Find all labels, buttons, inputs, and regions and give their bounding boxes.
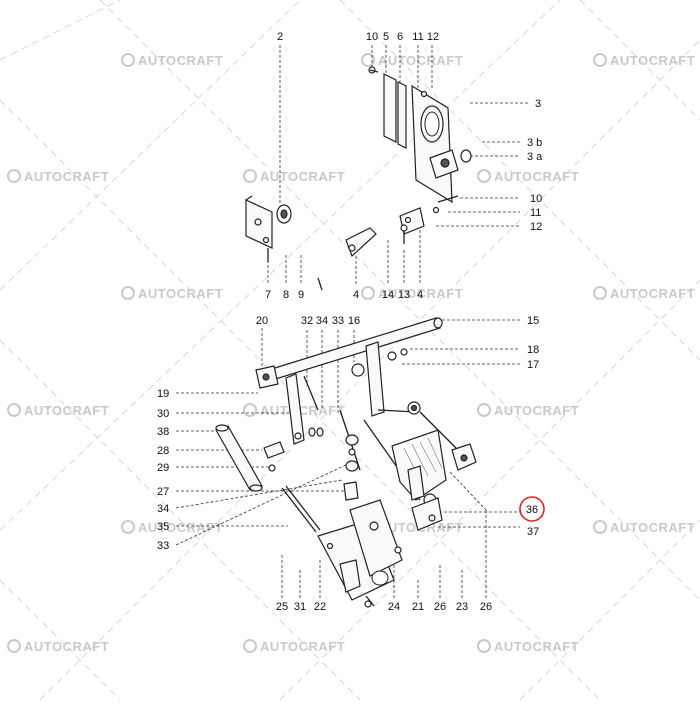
callout-4[interactable]: 4 [353,289,359,301]
watermark-logo: AUTOCRAFT [121,520,223,535]
callout-30[interactable]: 30 [157,408,169,420]
callout-29[interactable]: 29 [157,462,169,474]
callout-28[interactable]: 28 [157,445,169,457]
callout-26[interactable]: 26 [434,601,446,613]
callout-4[interactable]: 4 [417,289,423,301]
small-brackets [317,207,425,291]
svg-text:AUTOCRAFT: AUTOCRAFT [610,286,695,301]
watermark-logo: AUTOCRAFT [243,169,345,184]
svg-text:AUTOCRAFT: AUTOCRAFT [494,403,579,418]
cross-shaft [255,317,443,445]
lower-bracket [317,499,403,608]
callout-32[interactable]: 32 [301,315,313,327]
callout-33[interactable]: 33 [157,540,169,552]
callout-3[interactable]: 3 [535,98,541,110]
svg-text:AUTOCRAFT: AUTOCRAFT [138,520,223,535]
watermark-logo: AUTOCRAFT [7,639,109,654]
svg-text:AUTOCRAFT: AUTOCRAFT [610,520,695,535]
svg-text:AUTOCRAFT: AUTOCRAFT [138,53,223,68]
callout-10[interactable]: 10 [366,31,378,43]
callout-12[interactable]: 12 [530,221,542,233]
callout-20[interactable]: 20 [256,315,268,327]
svg-text:AUTOCRAFT: AUTOCRAFT [378,286,463,301]
linkage-rods [281,401,457,533]
callout-19[interactable]: 19 [157,388,169,400]
callout-14[interactable]: 14 [382,289,394,301]
callout-3b[interactable]: 3 b [527,137,542,149]
callout-21[interactable]: 21 [412,601,424,613]
svg-text:AUTOCRAFT: AUTOCRAFT [610,53,695,68]
callout-11[interactable]: 11 [530,207,541,219]
callout-35[interactable]: 35 [157,521,169,533]
watermark-logo: AUTOCRAFT [477,403,579,418]
callout-labels: 2 10 5 6 11 12 3 3 b 3 a 10 11 12 7 8 9 … [157,31,545,613]
callout-22[interactable]: 22 [314,601,326,613]
watermark-logo: AUTOCRAFT [361,286,463,301]
svg-text:AUTOCRAFT: AUTOCRAFT [494,639,579,654]
svg-text:AUTOCRAFT: AUTOCRAFT [260,403,345,418]
watermark-logo: AUTOCRAFT [593,520,695,535]
callout-34[interactable]: 34 [157,503,169,515]
callout-31[interactable]: 31 [294,601,306,613]
callout-36[interactable]: 36 [526,504,538,516]
callout-15[interactable]: 15 [527,315,539,327]
watermark-logo: AUTOCRAFT [477,169,579,184]
pedal-bracket-36 [391,429,477,531]
callout-34[interactable]: 34 [316,315,328,327]
watermark-logo: AUTOCRAFT [243,403,345,418]
watermark-logo: AUTOCRAFT [593,53,695,68]
callout-8[interactable]: 8 [283,289,289,301]
watermark-logo: AUTOCRAFT [361,53,463,68]
callout-33[interactable]: 33 [332,315,344,327]
callout-27[interactable]: 27 [157,486,169,498]
bracket-left [245,195,292,262]
watermark-logo: AUTOCRAFT [121,286,223,301]
callout-17[interactable]: 17 [527,359,539,371]
callout-26[interactable]: 26 [480,601,492,613]
callout-25[interactable]: 25 [276,601,288,613]
callout-24[interactable]: 24 [388,601,400,613]
callout-37[interactable]: 37 [527,526,539,538]
watermark-logo: AUTOCRAFT [593,286,695,301]
callout-10[interactable]: 10 [530,193,542,205]
svg-text:AUTOCRAFT: AUTOCRAFT [138,286,223,301]
callout-9[interactable]: 9 [298,289,304,301]
svg-text:AUTOCRAFT: AUTOCRAFT [260,169,345,184]
watermark-logo: AUTOCRAFT [243,639,345,654]
callout-7[interactable]: 7 [265,289,271,301]
mounting-plate [368,66,472,214]
watermark-logo: AUTOCRAFT [121,53,223,68]
watermark-logo: AUTOCRAFT [477,639,579,654]
leader-lines [175,45,528,598]
svg-text:AUTOCRAFT: AUTOCRAFT [24,169,109,184]
callout-23[interactable]: 23 [456,601,468,613]
callout-6[interactable]: 6 [397,31,403,43]
callout-13[interactable]: 13 [398,289,410,301]
callout-5[interactable]: 5 [383,31,389,43]
svg-text:AUTOCRAFT: AUTOCRAFT [378,53,463,68]
callout-18[interactable]: 18 [527,344,539,356]
callout-3a[interactable]: 3 a [527,151,543,163]
watermark-logo: AUTOCRAFT [7,169,109,184]
callout-38[interactable]: 38 [157,426,169,438]
callout-12[interactable]: 12 [427,31,439,43]
highlight-ring [519,496,545,522]
watermark-logo: AUTOCRAFT [7,403,109,418]
callout-2[interactable]: 2 [277,31,283,43]
svg-text:AUTOCRAFT: AUTOCRAFT [24,639,109,654]
callout-16[interactable]: 16 [348,315,360,327]
svg-text:AUTOCRAFT: AUTOCRAFT [494,169,579,184]
svg-text:AUTOCRAFT: AUTOCRAFT [24,403,109,418]
svg-text:AUTOCRAFT: AUTOCRAFT [260,639,345,654]
spring-and-stud [215,424,285,492]
callout-11[interactable]: 11 [412,31,423,43]
